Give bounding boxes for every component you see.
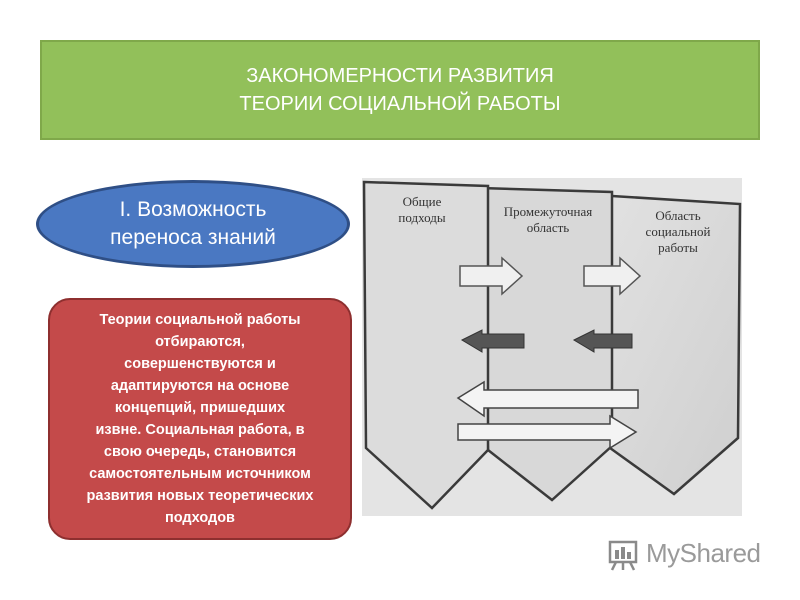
arrow-left-icon [460,329,525,353]
description-line: подходов [165,510,235,526]
myshared-logo-icon [608,540,638,571]
slide-title: ЗАКОНОМЕРНОСТИ РАЗВИТИЯ ТЕОРИИ СОЦИАЛЬНО… [40,40,760,140]
principle-oval: I. Возможность переноса знаний [36,180,350,268]
logo-text: MyShared [646,538,761,568]
description-line: самостоятельным источником [89,466,311,482]
arrow-right-icon [583,256,642,296]
col3-label-line1: Область [655,208,700,223]
knowledge-transfer-diagram: Общие подходы Промежуточная область Обла… [362,178,742,516]
description-line: концепций, пришедших [114,400,286,416]
arrow-long-right-icon [457,414,638,450]
column-general-approaches [362,180,490,510]
col1-label-line1: Общие [403,194,442,209]
arrow-left-icon [572,329,633,353]
description-line: совершенствуются и [124,356,276,372]
description-line: развития новых теоретических [86,488,314,504]
col2-label-line2: область [527,220,569,235]
description-line: отбираются, [155,334,245,350]
col1-label-line2: подходы [398,210,445,225]
arrow-right-icon [459,256,524,296]
description-line: свою очередь, становится [103,444,297,460]
oval-line-1: I. Возможность [119,198,267,221]
description-line: извне. Социальная работа, в [95,422,305,438]
title-line-1: ЗАКОНОМЕРНОСТИ РАЗВИТИЯ [246,65,554,87]
col3-label-line2: социальной [646,224,711,239]
title-line-2: ТЕОРИИ СОЦИАЛЬНОЙ РАБОТЫ [239,93,561,115]
col3-label-line3: работы [658,240,698,255]
description-line: адаптируются на основе [110,378,290,394]
description-line: Теории социальной работы [99,312,301,328]
col2-label-line1: Промежуточная [504,204,593,219]
description-box: Теории социальной работы отбираются, сов… [48,298,352,540]
arrow-long-left-icon [456,380,639,418]
oval-line-2: переноса знаний [110,226,276,249]
